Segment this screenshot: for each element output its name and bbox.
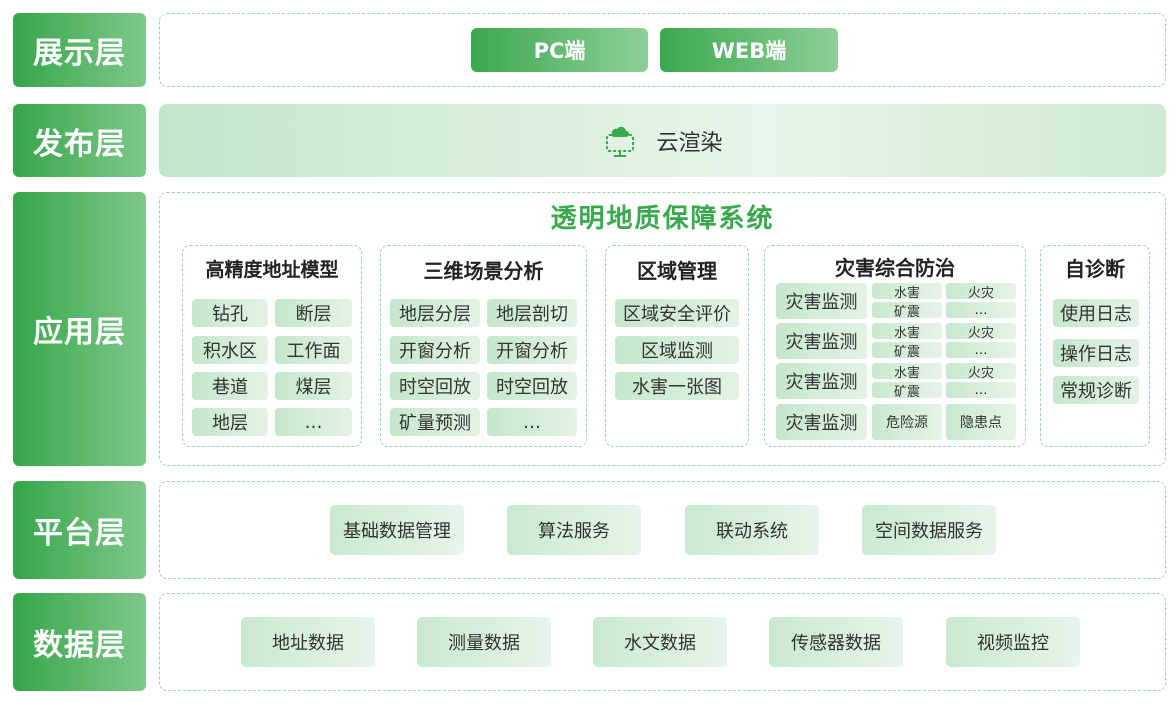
mini-more-2[interactable]: … <box>946 342 1016 358</box>
module-disaster-prevention <box>764 245 1026 447</box>
application-layer-panel <box>159 192 1166 466</box>
chip-disaster-monitor-4[interactable]: 灾害监测 <box>776 404 867 440</box>
module-scene-analysis-title: 三维场景分析 <box>423 259 544 283</box>
layer-label-platform: 平台层 <box>13 481 146 579</box>
chip-stratum-cut[interactable]: 地层剖切 <box>487 299 577 327</box>
platform-linkage[interactable]: 联动系统 <box>685 505 819 555</box>
chip-disaster-monitor-2[interactable]: 灾害监测 <box>776 323 867 359</box>
mini-hidden-danger[interactable]: 隐患点 <box>946 404 1016 440</box>
chip-window-analysis-1[interactable]: 开窗分析 <box>390 336 480 364</box>
module-geo-model <box>182 245 362 447</box>
chip-window-analysis-2[interactable]: 开窗分析 <box>487 336 577 364</box>
chip-stratum[interactable]: 地层 <box>192 408 268 436</box>
chip-fault[interactable]: 断层 <box>275 299 352 327</box>
chip-coal-seam[interactable]: 煤层 <box>275 372 352 400</box>
platform-layer-panel <box>159 481 1166 579</box>
chip-disaster-monitor-1[interactable]: 灾害监测 <box>776 283 867 319</box>
module-self-diagnosis <box>1040 245 1150 447</box>
data-address[interactable]: 地址数据 <box>241 617 375 667</box>
chip-work-face[interactable]: 工作面 <box>275 336 352 364</box>
layer-label-publish: 发布层 <box>13 104 146 177</box>
data-hydrology[interactable]: 水文数据 <box>593 617 727 667</box>
mini-fire-3[interactable]: 火灾 <box>946 363 1016 381</box>
system-title: 透明地质保障系统 <box>550 204 775 234</box>
web-client-button[interactable]: WEB端 <box>660 28 838 72</box>
mini-quake-1[interactable]: 矿震 <box>872 302 942 320</box>
mini-more-1[interactable]: … <box>946 302 1016 318</box>
chip-operation-log[interactable]: 操作日志 <box>1053 339 1139 367</box>
mini-fire-2[interactable]: 火灾 <box>946 323 1016 341</box>
module-disaster-title: 灾害综合防治 <box>835 256 955 280</box>
mini-quake-3[interactable]: 矿震 <box>872 382 942 400</box>
chip-ore-prediction[interactable]: 矿量预测 <box>390 408 480 436</box>
chip-water-map[interactable]: 水害一张图 <box>615 372 739 400</box>
mini-fire-1[interactable]: 火灾 <box>946 283 1016 301</box>
data-video[interactable]: 视频监控 <box>946 617 1080 667</box>
chip-time-replay-1[interactable]: 时空回放 <box>390 372 480 400</box>
mini-water-2[interactable]: 水害 <box>872 323 942 341</box>
cloud-render-label: 云渲染 <box>656 130 723 156</box>
data-sensor[interactable]: 传感器数据 <box>769 617 903 667</box>
mini-more-3[interactable]: … <box>946 382 1016 398</box>
mini-water-3[interactable]: 水害 <box>872 363 942 381</box>
data-layer-panel <box>159 593 1166 691</box>
chip-water-area[interactable]: 积水区 <box>192 336 268 364</box>
platform-basic-data[interactable]: 基础数据管理 <box>330 505 464 555</box>
layer-label-application: 应用层 <box>13 192 146 466</box>
pc-client-button[interactable]: PC端 <box>471 28 648 72</box>
chip-scene-more[interactable]: … <box>487 408 577 436</box>
module-region-management <box>605 245 749 447</box>
platform-spatial-data[interactable]: 空间数据服务 <box>862 505 996 555</box>
mini-water-1[interactable]: 水害 <box>872 283 942 301</box>
display-layer-panel <box>159 13 1166 87</box>
mini-quake-2[interactable]: 矿震 <box>872 342 942 360</box>
chip-routine-diagnosis[interactable]: 常规诊断 <box>1053 376 1139 404</box>
chip-more[interactable]: … <box>275 408 352 436</box>
module-diagnosis-title: 自诊断 <box>1065 257 1125 281</box>
data-survey[interactable]: 测量数据 <box>417 617 551 667</box>
chip-stratum-layering[interactable]: 地层分层 <box>390 299 480 327</box>
module-scene-analysis <box>380 245 587 447</box>
cloud-render-icon <box>602 123 638 159</box>
platform-algorithm[interactable]: 算法服务 <box>507 505 641 555</box>
chip-usage-log[interactable]: 使用日志 <box>1053 299 1139 327</box>
chip-time-replay-2[interactable]: 时空回放 <box>487 372 577 400</box>
chip-roadway[interactable]: 巷道 <box>192 372 268 400</box>
chip-drill[interactable]: 钻孔 <box>192 299 268 327</box>
mini-hazard-source[interactable]: 危险源 <box>872 404 942 440</box>
chip-region-monitor[interactable]: 区域监测 <box>615 336 739 364</box>
publish-layer-panel: 云渲染 <box>159 104 1166 177</box>
layer-label-display: 展示层 <box>13 13 146 87</box>
module-geo-model-title: 高精度地址模型 <box>205 259 339 281</box>
layer-label-data: 数据层 <box>13 593 146 691</box>
chip-region-safety-eval[interactable]: 区域安全评价 <box>615 299 739 327</box>
module-region-title: 区域管理 <box>637 259 717 283</box>
chip-disaster-monitor-3[interactable]: 灾害监测 <box>776 363 867 399</box>
